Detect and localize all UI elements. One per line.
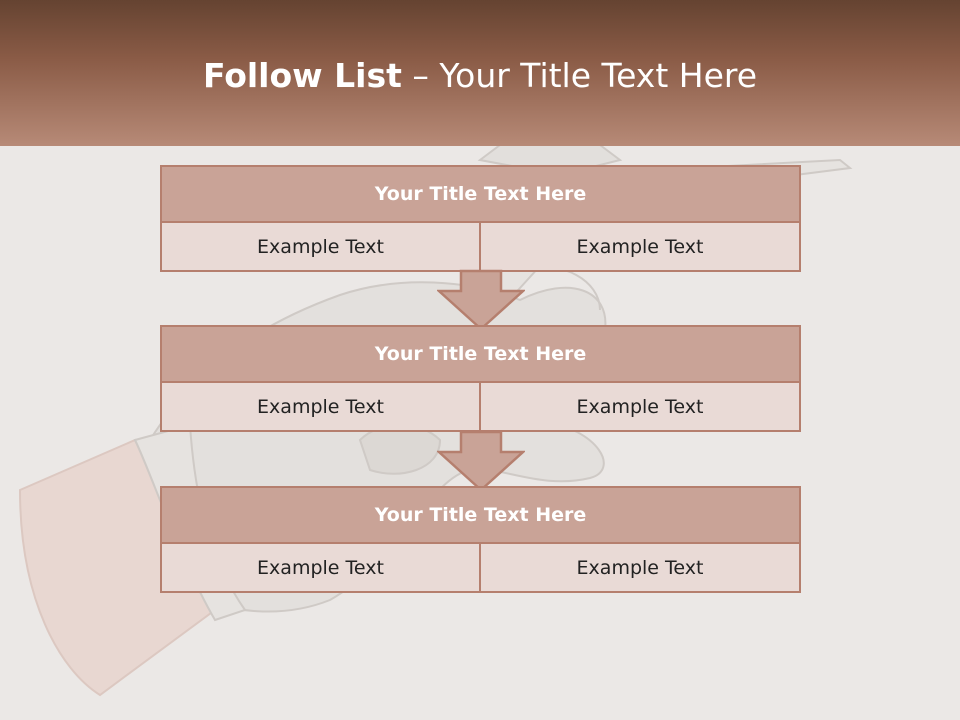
down-arrow-icon <box>437 269 525 331</box>
block-left-cell: Example Text <box>162 223 481 270</box>
title-bar <box>0 0 960 146</box>
down-arrow-icon <box>437 430 525 492</box>
list-block-1: Your Title Text Here Example Text Exampl… <box>160 165 801 272</box>
block-title: Your Title Text Here <box>162 167 799 223</box>
block-title: Your Title Text Here <box>162 488 799 544</box>
block-title: Your Title Text Here <box>162 327 799 383</box>
block-right-cell: Example Text <box>481 223 799 270</box>
list-block-2: Your Title Text Here Example Text Exampl… <box>160 325 801 432</box>
slide-title-rest: – Your Title Text Here <box>401 56 758 95</box>
block-right-cell: Example Text <box>481 383 799 430</box>
slide-title: Follow List – Your Title Text Here <box>0 54 960 98</box>
block-left-cell: Example Text <box>162 544 481 591</box>
list-block-3: Your Title Text Here Example Text Exampl… <box>160 486 801 593</box>
block-left-cell: Example Text <box>162 383 481 430</box>
slide-title-bold: Follow List <box>202 56 402 95</box>
block-right-cell: Example Text <box>481 544 799 591</box>
